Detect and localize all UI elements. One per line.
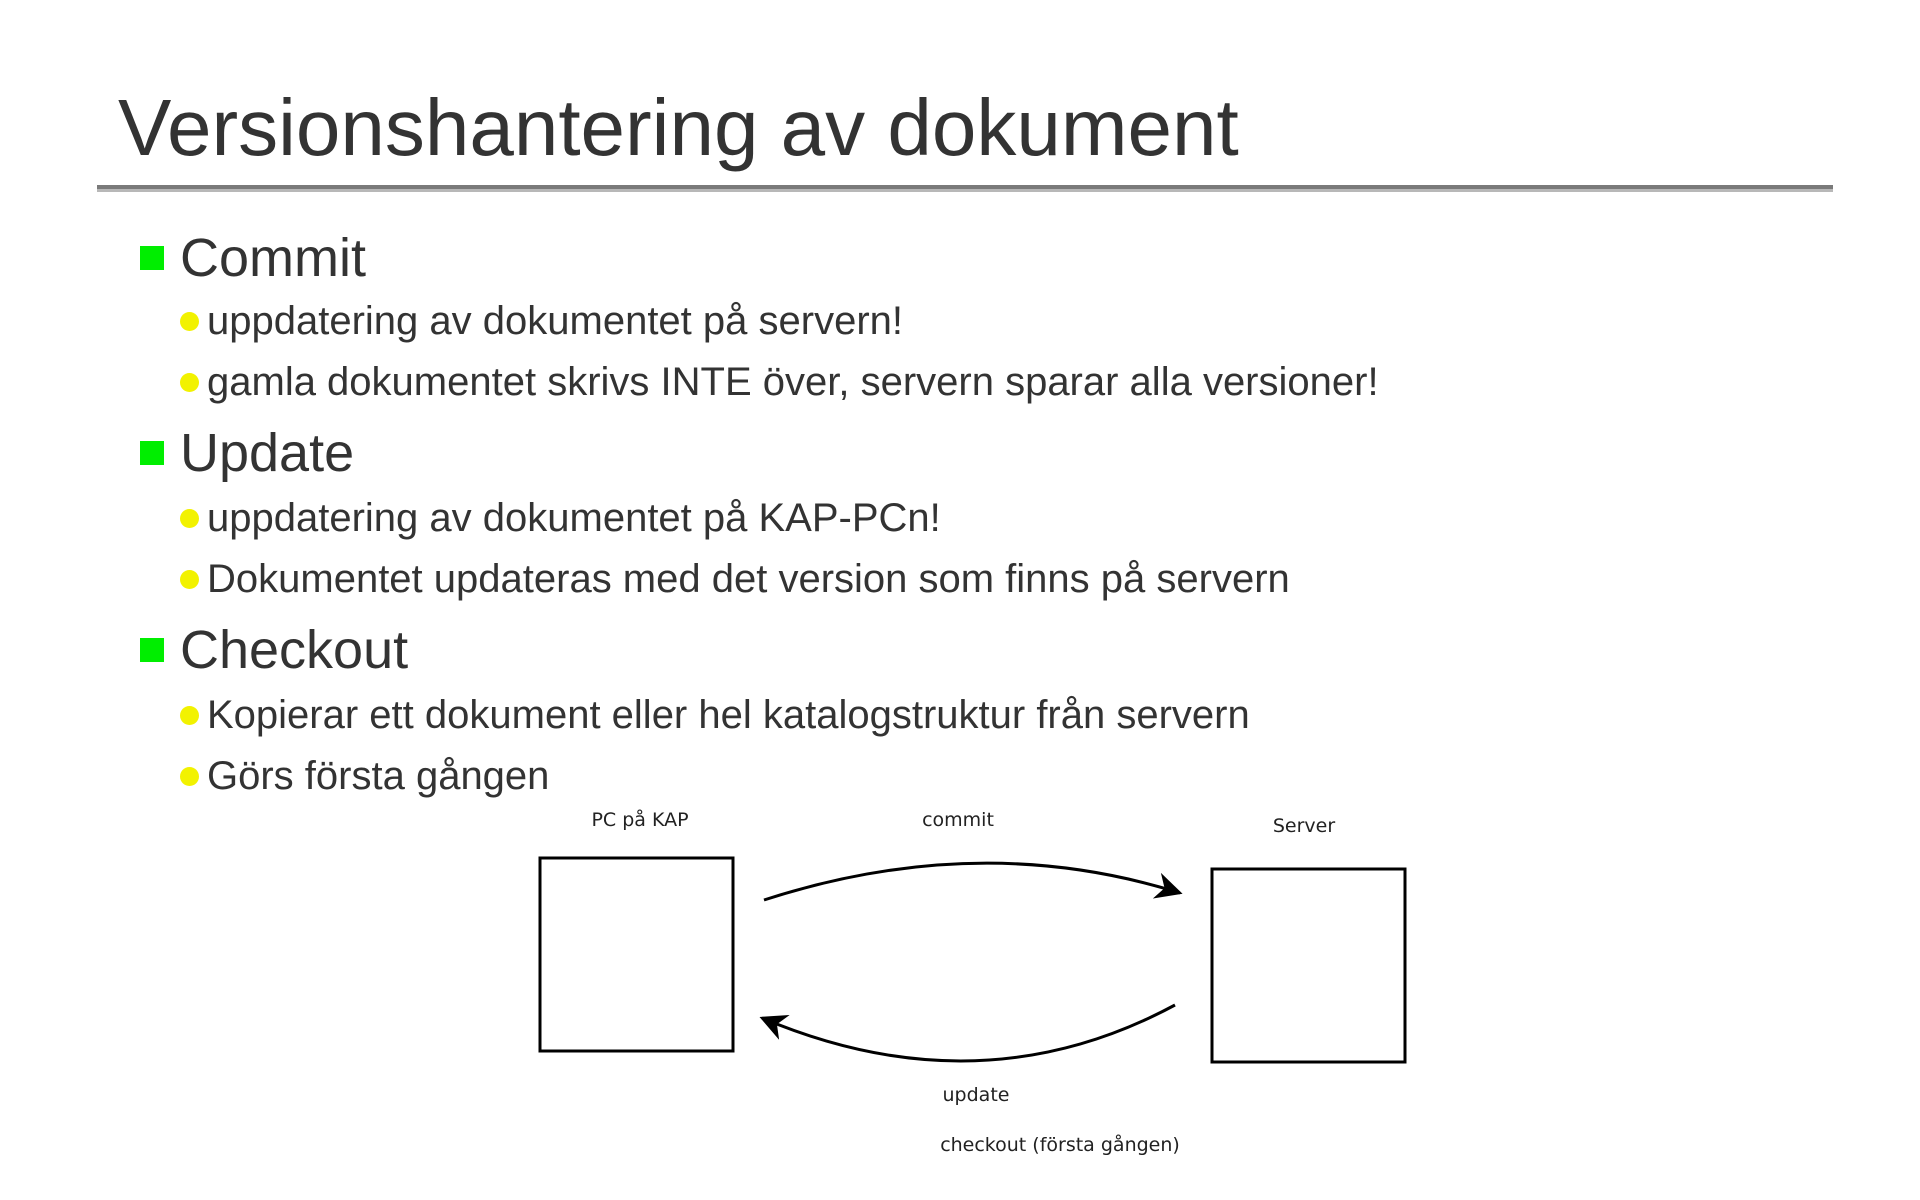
bullet-heading: Checkout (180, 620, 409, 680)
slide-title: Versionshantering av dokument (118, 83, 1239, 172)
yellow-dot-bullet-icon (180, 705, 199, 725)
server-box-label: Server (1273, 815, 1335, 837)
commit-label: commit (922, 809, 994, 831)
checkout-label: checkout (första gången) (940, 1133, 1180, 1156)
sub-bullet: uppdatering av dokumentet på KAP-PCn! (180, 495, 941, 541)
update-arrow (759, 1003, 1176, 1063)
update-label: update (943, 1084, 1010, 1106)
sub-bullet: Görs första gången (180, 753, 549, 799)
pc-box (538, 856, 735, 1053)
yellow-dot-bullet-icon (180, 508, 199, 528)
yellow-dot-bullet-icon (180, 766, 199, 786)
sub-bullet-text: uppdatering av dokumentet på KAP-PCn! (207, 496, 941, 540)
pc-box-label: PC på KAP (591, 808, 688, 831)
yellow-dot-bullet-icon (180, 569, 199, 589)
green-square-bullet-icon (140, 441, 164, 465)
commit-arrow (763, 861, 1183, 902)
sub-bullet-text: Görs första gången (207, 754, 550, 798)
sub-bullet-text: Kopierar ett dokument eller hel katalogs… (207, 693, 1250, 737)
sub-bullet: uppdatering av dokumentet på servern! (180, 298, 903, 344)
sub-bullet-text: Dokumentet updateras med det version som… (207, 557, 1290, 601)
sub-bullet-text: gamla dokumentet skrivs INTE över, serve… (207, 360, 1379, 404)
sub-bullet: Kopierar ett dokument eller hel katalogs… (180, 692, 1250, 738)
bullet-commit: Commit (140, 230, 366, 286)
sub-bullet-text: uppdatering av dokumentet på servern! (207, 299, 903, 343)
green-square-bullet-icon (140, 246, 164, 270)
server-box (1210, 867, 1407, 1064)
sub-bullet: gamla dokumentet skrivs INTE över, serve… (180, 359, 1379, 405)
bullet-update: Update (140, 425, 354, 481)
green-square-bullet-icon (140, 638, 164, 662)
bullet-heading: Commit (180, 228, 366, 288)
bullet-heading: Update (180, 423, 355, 483)
bullet-checkout: Checkout (140, 622, 408, 678)
yellow-dot-bullet-icon (180, 372, 199, 392)
yellow-dot-bullet-icon (180, 311, 199, 331)
title-divider (97, 185, 1833, 192)
sub-bullet: Dokumentet updateras med det version som… (180, 556, 1290, 602)
